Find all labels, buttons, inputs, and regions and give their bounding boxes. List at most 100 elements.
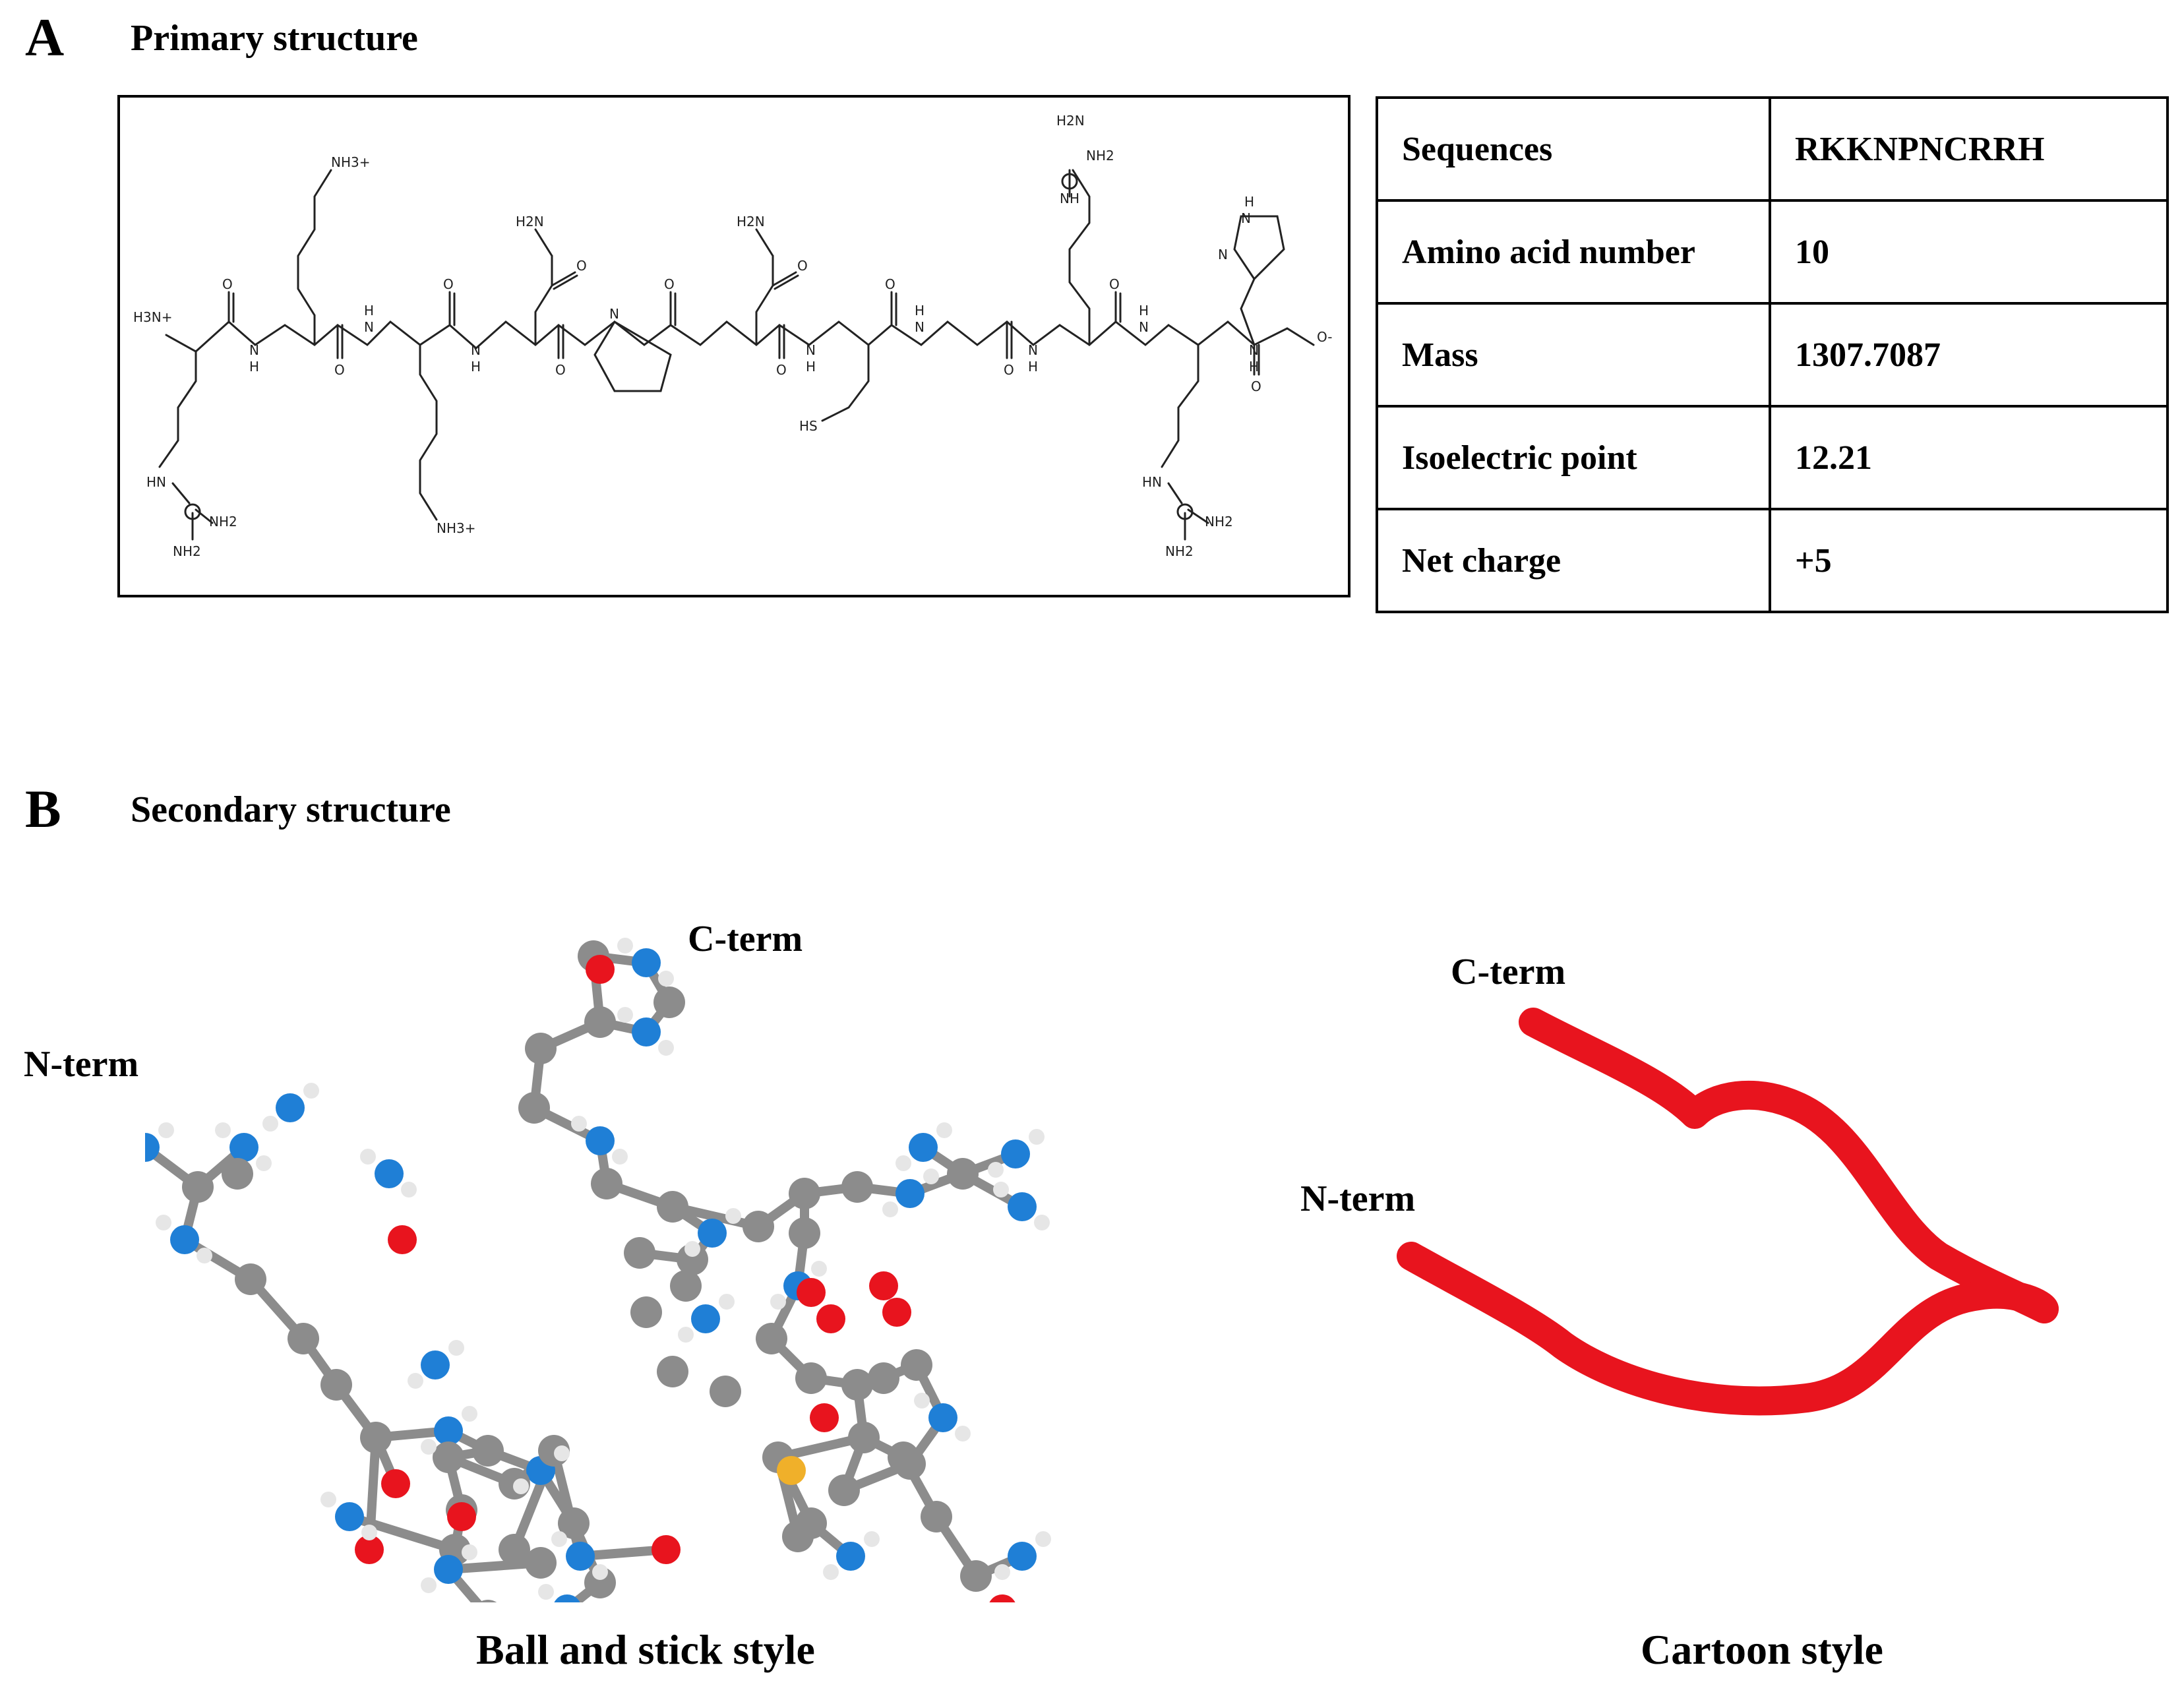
- atom-label: O: [443, 276, 454, 292]
- atom-n: [1008, 1542, 1037, 1571]
- atom-o: [810, 1403, 839, 1432]
- atom-c: [320, 1369, 352, 1401]
- atom-h: [770, 1294, 786, 1310]
- property-value: RKKNPNCRRH: [1769, 96, 2169, 202]
- atom-h: [303, 1083, 319, 1099]
- atom-n: [434, 1555, 463, 1584]
- property-label: Sequences: [1376, 96, 1771, 202]
- cartoon-backbone-lower: [1397, 1242, 2059, 1416]
- atom-label: H2N: [737, 214, 765, 229]
- atom-n: [421, 1350, 450, 1380]
- panel-b-letter: B: [25, 779, 61, 839]
- peptide-skeletal-formula: H3N+ HN NH2 NH2 NH3+ NH3+ H2N H2N HS H2N…: [133, 113, 1333, 559]
- atom-label: NH2: [1165, 543, 1194, 559]
- ball-stick-cterm-label: C-term: [688, 919, 803, 959]
- atom-n: [586, 1126, 615, 1155]
- atom-h: [914, 1393, 930, 1409]
- atom-h: [571, 1116, 587, 1132]
- atom-label: H: [1028, 359, 1038, 375]
- atom-h: [993, 1182, 1009, 1198]
- atom-label-nterm: H3N+: [133, 309, 172, 325]
- cartoon-nterm-label: N-term: [1300, 1178, 1416, 1219]
- atom-c: [433, 1441, 464, 1473]
- atom-c: [525, 1033, 557, 1064]
- atom-label: H2N: [1056, 113, 1085, 129]
- atom-label: O: [776, 362, 787, 378]
- atom-c: [795, 1362, 827, 1394]
- atom-h: [320, 1492, 336, 1507]
- atom-c: [947, 1158, 979, 1190]
- atom-c: [525, 1547, 557, 1579]
- atom-label: H: [1249, 359, 1259, 375]
- atom-c: [921, 1501, 952, 1532]
- atom-n: [170, 1225, 199, 1254]
- panel-a-title: Primary structure: [131, 18, 418, 59]
- property-value: 1307.7087: [1769, 302, 2169, 408]
- atom-c: [670, 1270, 702, 1302]
- atom-n: [145, 1133, 160, 1162]
- atom-c: [677, 1244, 708, 1275]
- atom-h: [360, 1149, 376, 1165]
- property-value: +5: [1769, 508, 2169, 613]
- atom-label: N: [806, 342, 816, 358]
- atom-label: HN: [146, 474, 166, 490]
- atom-c: [841, 1171, 873, 1203]
- atom-h: [955, 1426, 971, 1441]
- atom-c: [653, 986, 685, 1018]
- atom-h: [538, 1584, 554, 1600]
- atom-label: N: [609, 306, 619, 322]
- atom-n: [375, 1159, 404, 1188]
- atom-label: O-: [1317, 329, 1333, 345]
- atom-c: [901, 1349, 932, 1381]
- atom-h: [1029, 1129, 1045, 1145]
- atom-label: H: [915, 303, 925, 318]
- atom-c: [558, 1507, 590, 1539]
- atom-s: [777, 1456, 806, 1485]
- atom-label: NH3+: [331, 154, 370, 170]
- property-value: 10: [1769, 199, 2169, 305]
- atom-label: H: [1139, 303, 1149, 318]
- atom-h: [823, 1564, 839, 1580]
- atom-c: [518, 1092, 550, 1124]
- atom-c: [960, 1560, 992, 1592]
- atom-n: [691, 1304, 720, 1333]
- bond: [345, 1512, 460, 1554]
- atom-o: [869, 1271, 898, 1300]
- atom-label: O: [664, 276, 675, 292]
- atom-c: [222, 1158, 253, 1190]
- atom-label: H2N: [516, 214, 544, 229]
- cartoon-cterm-label: C-term: [1451, 952, 1566, 992]
- atom-h: [215, 1122, 231, 1138]
- atom-o: [586, 955, 615, 984]
- atom-label: H: [364, 303, 374, 318]
- cartoon-model: [1397, 1008, 2059, 1416]
- atom-c: [789, 1178, 820, 1209]
- atom-h: [401, 1182, 417, 1198]
- atom-o: [355, 1535, 384, 1564]
- atom-c: [360, 1422, 392, 1453]
- atom-c: [657, 1356, 688, 1387]
- atom-label: N: [1249, 342, 1259, 358]
- atom-h: [882, 1201, 898, 1217]
- atom-h: [1034, 1215, 1050, 1230]
- atom-h: [658, 971, 674, 986]
- atom-o: [447, 1502, 476, 1531]
- atom-h: [678, 1327, 694, 1343]
- atom-h: [256, 1155, 272, 1171]
- atom-n: [928, 1403, 957, 1432]
- cartoon-caption: Cartoon style: [1641, 1626, 1883, 1673]
- atom-o: [797, 1278, 826, 1307]
- atom-label: O: [334, 362, 345, 378]
- atom-c: [479, 1600, 497, 1602]
- atom-o: [816, 1304, 845, 1333]
- atom-n: [566, 1542, 595, 1571]
- atom-label: NH2: [173, 543, 201, 559]
- atom-h: [554, 1445, 570, 1461]
- atom-n: [1008, 1192, 1037, 1221]
- property-label: Amino acid number: [1376, 199, 1771, 305]
- atom-label: N: [249, 342, 259, 358]
- atom-n: [434, 1416, 463, 1445]
- atom-h: [811, 1261, 827, 1277]
